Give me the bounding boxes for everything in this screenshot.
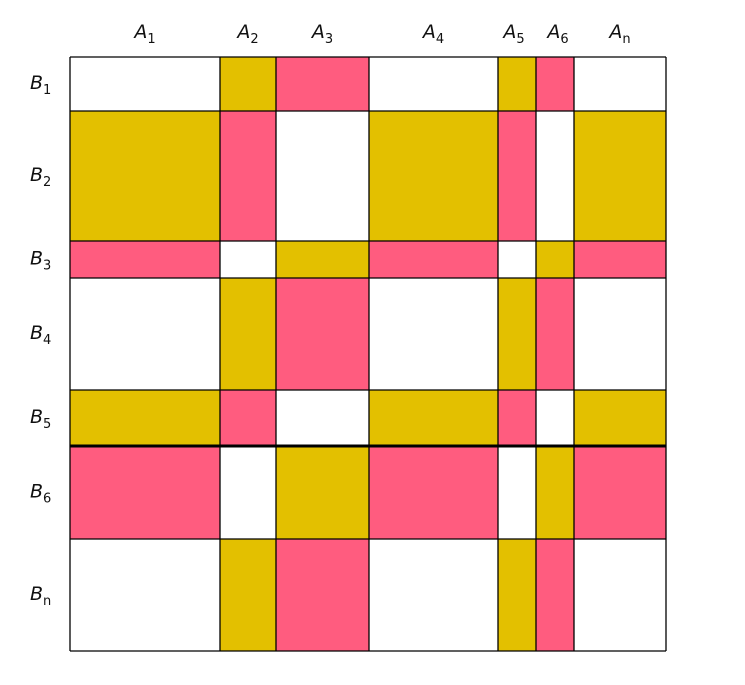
cell-r4-c4 [369, 278, 498, 390]
cell-r5-c7 [574, 390, 666, 446]
cell-r3-c3 [276, 241, 369, 278]
cell-r4-c1 [70, 278, 220, 390]
cell-r2-c5 [498, 111, 536, 241]
cell-r6-c5 [498, 446, 536, 539]
cell-r6-c6 [536, 446, 574, 539]
column-label-5: A5 [501, 21, 524, 47]
column-label-7: An [607, 21, 630, 47]
cell-r2-c6 [536, 111, 574, 241]
cell-r3-c5 [498, 241, 536, 278]
column-label-1: A1 [132, 21, 155, 47]
row-label-3: B3 [30, 248, 51, 274]
row-label-4: B4 [30, 322, 51, 348]
column-labels: A1 A2 A3 A4 A5 A6 An [132, 21, 630, 47]
cell-r5-c3 [276, 390, 369, 446]
cell-r6-c3 [276, 446, 369, 539]
cell-r5-c4 [369, 390, 498, 446]
cell-r5-c6 [536, 390, 574, 446]
row-label-7: Bn [30, 583, 51, 609]
matrix-cells [70, 57, 666, 651]
cell-r4-c7 [574, 278, 666, 390]
column-label-4: A4 [421, 21, 444, 47]
row-label-6: B6 [30, 481, 51, 507]
cell-r7-c7 [574, 539, 666, 651]
cell-r1-c1 [70, 57, 220, 111]
cell-r1-c6 [536, 57, 574, 111]
cell-r1-c3 [276, 57, 369, 111]
row-label-5: B5 [30, 406, 51, 432]
cell-r6-c4 [369, 446, 498, 539]
cell-r2-c7 [574, 111, 666, 241]
cell-r7-c4 [369, 539, 498, 651]
cell-r7-c6 [536, 539, 574, 651]
cell-r7-c2 [220, 539, 276, 651]
cell-r4-c3 [276, 278, 369, 390]
cell-r7-c1 [70, 539, 220, 651]
cell-r1-c5 [498, 57, 536, 111]
column-label-6: A6 [545, 21, 568, 47]
column-label-2: A2 [235, 21, 258, 47]
matrix-grid-lines [69, 56, 667, 652]
cell-r3-c2 [220, 241, 276, 278]
cell-r4-c6 [536, 278, 574, 390]
cell-r7-c5 [498, 539, 536, 651]
row-label-2: B2 [30, 164, 51, 190]
cell-r1-c2 [220, 57, 276, 111]
cell-r5-c1 [70, 390, 220, 446]
row-label-1: B1 [30, 72, 51, 98]
cell-r4-c5 [498, 278, 536, 390]
cell-r3-c1 [70, 241, 220, 278]
column-label-3: A3 [310, 21, 333, 47]
cell-r7-c3 [276, 539, 369, 651]
cell-r1-c4 [369, 57, 498, 111]
cell-r1-c7 [574, 57, 666, 111]
cell-r5-c5 [498, 390, 536, 446]
cell-r3-c7 [574, 241, 666, 278]
cell-r6-c7 [574, 446, 666, 539]
cell-r6-c1 [70, 446, 220, 539]
cell-r6-c2 [220, 446, 276, 539]
cell-r2-c4 [369, 111, 498, 241]
cell-r3-c6 [536, 241, 574, 278]
cell-r5-c2 [220, 390, 276, 446]
cell-r2-c2 [220, 111, 276, 241]
cell-r2-c3 [276, 111, 369, 241]
cell-r2-c1 [70, 111, 220, 241]
cell-r4-c2 [220, 278, 276, 390]
cell-r3-c4 [369, 241, 498, 278]
